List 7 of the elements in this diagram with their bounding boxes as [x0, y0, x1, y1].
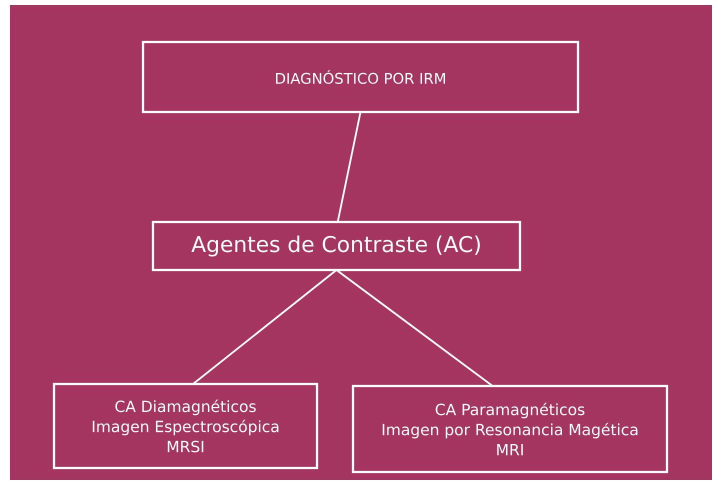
process-box: CA Diamagnéticos Imagen Espectroscópica MRSI [52, 382, 318, 470]
process-box: DIAGNÓSTICO POR IRM [142, 40, 580, 114]
connector-line [336, 112, 362, 222]
process-box: CA Paramagnéticos Imagen por Resonancia Magética MRI [352, 384, 668, 474]
connector-line [192, 269, 338, 385]
connector-line [336, 269, 494, 387]
process-box: Agentes de Contraste (AC) [152, 220, 522, 272]
